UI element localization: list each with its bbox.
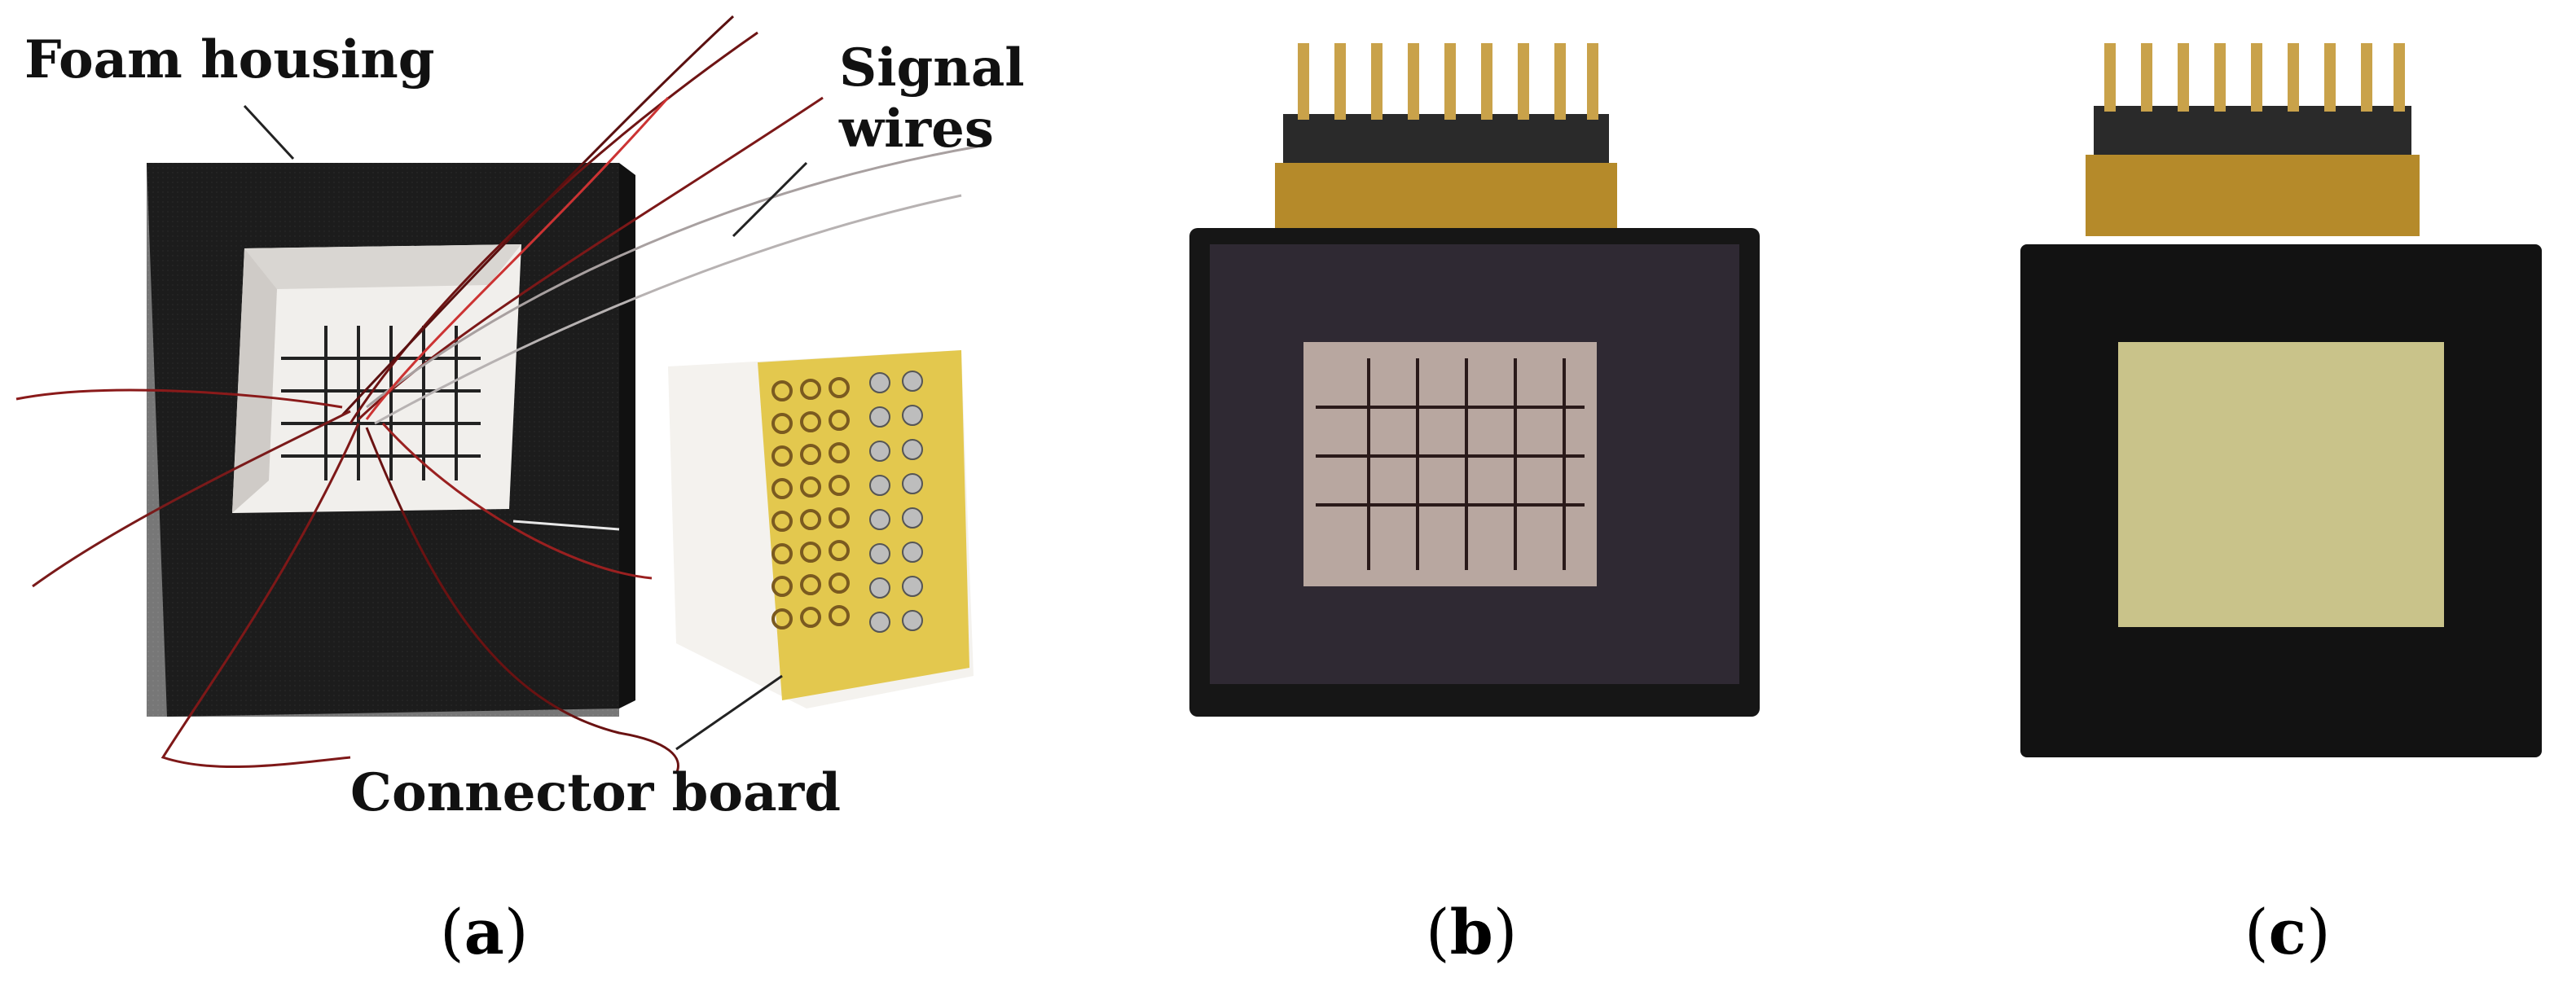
caption-a: (a) (440, 896, 529, 968)
connector-board-leader (675, 674, 783, 751)
sensing-grid (1316, 358, 1585, 570)
encapsulated-block (2020, 244, 2542, 757)
caption-b-letter: b (1449, 896, 1493, 968)
flex-connector (2086, 155, 2420, 236)
signal-wires-leader (732, 161, 808, 238)
header-pins (1275, 43, 1617, 228)
signal-wires-label-line1: Signal (839, 37, 1025, 99)
foam-housing-label: Foam housing (24, 29, 435, 90)
caption-a-open: ( (440, 896, 464, 968)
pcb-pads (771, 377, 850, 629)
panel-b-photo (1141, 0, 1809, 863)
sensing-grid (281, 326, 481, 480)
sensor-window (1303, 342, 1597, 586)
foam-housing-leader (243, 104, 295, 160)
caption-c-close: ) (2306, 896, 2331, 968)
signal-wires-label-line2: wires (839, 99, 994, 160)
panel-b-illustration (1189, 43, 1760, 717)
signal-wires (15, 15, 978, 774)
connector-board-label: Connector board (350, 762, 841, 823)
caption-b: (b) (1426, 896, 1517, 968)
caption-a-close: ) (503, 896, 529, 968)
caption-b-open: ( (1426, 896, 1450, 968)
panel-a-illustration (15, 15, 978, 774)
encapsulated-block (1189, 228, 1760, 717)
panel-a-photo: Foam housing Signal wires Connector boar… (0, 0, 1025, 863)
foam-filling (2118, 342, 2444, 627)
panel-c-photo (1988, 0, 2574, 863)
flex-connector (1275, 163, 1617, 228)
caption-c: (c) (2244, 896, 2331, 968)
caption-c-letter: c (2268, 896, 2306, 968)
header-pins (2086, 43, 2420, 236)
connector-board (668, 350, 974, 708)
solder-joints (869, 371, 923, 633)
panel-c-illustration (2020, 43, 2542, 757)
caption-a-letter: a (464, 896, 504, 968)
foam-housing (147, 163, 635, 717)
caption-c-open: ( (2244, 896, 2269, 968)
caption-b-close: ) (1492, 896, 1518, 968)
